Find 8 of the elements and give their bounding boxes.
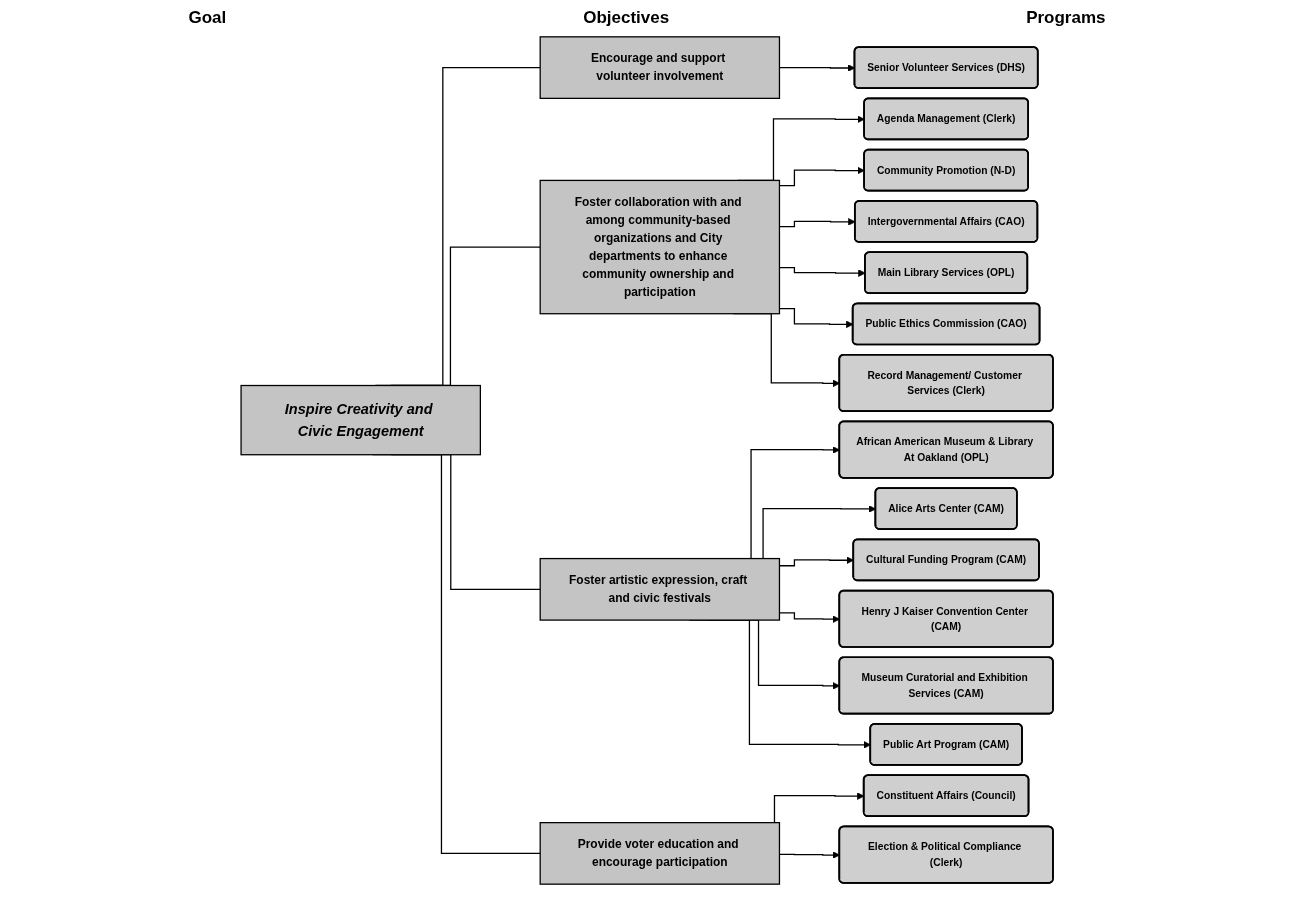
level-label: Objectives	[582, 7, 671, 29]
level-label: Programs	[1025, 7, 1107, 29]
node-box: Encourage and support volunteer involvement	[539, 36, 781, 99]
node-box: Foster artistic expression, craft and civic festivals	[539, 557, 781, 621]
node-box: Foster collaboration with and among community-based organizations and City departments to enhance community ownership and participation	[539, 179, 781, 315]
node-box: Inspire Creativity and Civic Engagement	[240, 384, 481, 456]
node-box: Provide voter education and encourage participation	[539, 822, 781, 885]
level-label: Goal	[187, 7, 228, 29]
